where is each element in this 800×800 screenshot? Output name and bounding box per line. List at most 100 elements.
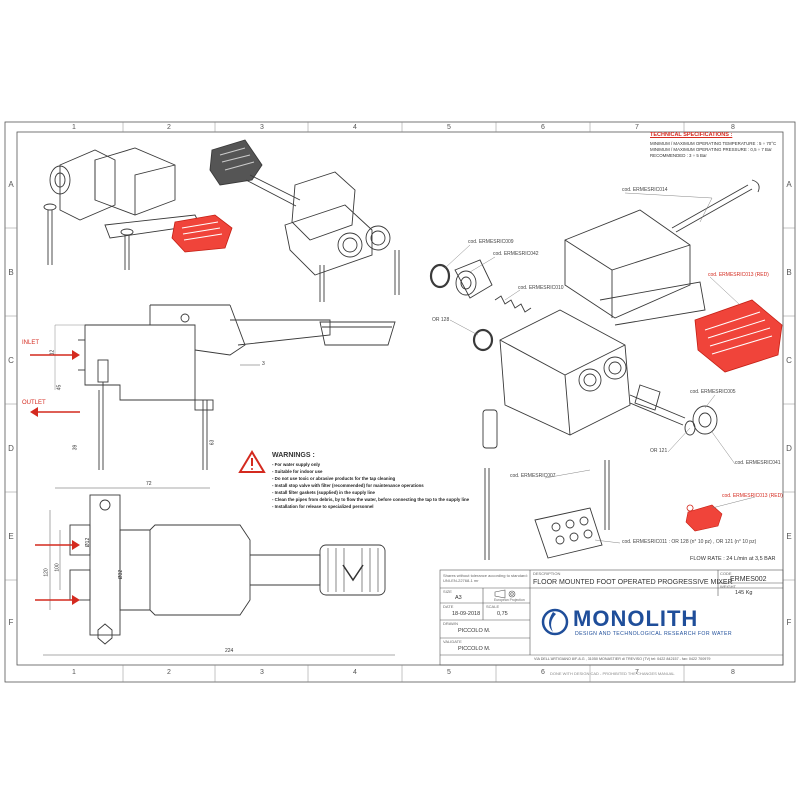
flow-rate-label: FLOW RATE : 24 L/min at 3,5 BAR <box>690 556 776 562</box>
validate-value: PICCOLO M. <box>458 646 491 652</box>
part-code-label: cod. ERMESRIC010 <box>518 285 564 291</box>
warning-item: - Install filter gaskets (supplied) in t… <box>272 490 375 495</box>
col-label-bottom: 4 <box>353 669 357 676</box>
iso-view-2 <box>209 139 400 302</box>
row-label: B <box>8 268 14 277</box>
warning-triangle-icon <box>238 450 266 473</box>
tech-spec-title: TECHNICAL SPECIFICATIONS : <box>650 132 733 138</box>
outer-frame <box>4 121 796 683</box>
date-label: DATE <box>443 604 454 609</box>
inlet-arrow <box>30 350 80 360</box>
row-label: A <box>8 180 14 189</box>
inlet-label: INLET <box>22 340 40 346</box>
part-code-label: cod. ERMESRIC013 (RED) <box>708 272 769 278</box>
col-label-bottom: 6 <box>541 669 545 676</box>
col-label-bottom: 3 <box>260 669 264 676</box>
row-label-right: A <box>786 180 792 189</box>
brand-tagline: DESIGN AND TECHNOLOGICAL RESEARCH FOR WA… <box>575 631 732 637</box>
validate-label: VALIDATE <box>443 639 462 644</box>
plan-inlet-arrows <box>35 540 80 605</box>
part-code-label: cod. ERMESRIC042 <box>493 251 539 257</box>
warnings-title: WARNINGS : <box>272 452 315 459</box>
col-label-bottom: 5 <box>447 669 451 676</box>
row-label: D <box>8 444 14 453</box>
leader-lines <box>444 192 756 544</box>
description-label: DESCRIPTION <box>533 571 561 576</box>
col-label: 6 <box>541 124 545 131</box>
tech-spec-line: MINIMUM / MAXIMUM OPERATING TEMPERATURE … <box>650 141 777 146</box>
company-address: VIA DELL'ARTIGIANO 8/F-8-G , 31050 MONAS… <box>534 657 711 661</box>
drawn-value: PICCOLO M. <box>458 628 491 634</box>
row-label-right: B <box>786 268 792 277</box>
row-label-right: D <box>786 444 792 453</box>
part-code-label: cod. ERMESRIC041 <box>735 460 781 466</box>
row-label: E <box>8 532 14 541</box>
dimension-text: 120 <box>43 568 50 577</box>
dimension-text: 39 <box>72 444 79 451</box>
code-value: ERMES002 <box>730 576 767 583</box>
red-pedal-cover-exploded <box>694 299 783 373</box>
side-elevation-view <box>54 304 396 470</box>
inner-frame <box>16 131 784 666</box>
outlet-arrow <box>30 407 80 417</box>
dimension-text: 45 <box>56 384 63 391</box>
dimension-text: 224 <box>225 648 234 654</box>
part-code-label: cod. ERMESRIC011 : OR 128 (n° 10 pz) , O… <box>622 539 757 545</box>
title-block <box>439 569 784 666</box>
red-pedal-small <box>685 504 723 532</box>
tech-spec-line: MINIMUM / MAXIMUM OPERATING PRESSURE : 0… <box>650 147 772 152</box>
part-code-label: OR 128 <box>432 317 450 323</box>
col-label: 7 <box>635 124 639 131</box>
weight-label: WEIGHT <box>720 584 736 589</box>
warning-item: - Clean the pipes from debris, by to flo… <box>272 497 470 502</box>
projection-label: European Projection <box>494 598 525 602</box>
size-label: SIZE <box>443 589 452 594</box>
size-value: A3 <box>455 595 462 601</box>
dimension-text: 100 <box>54 563 61 572</box>
col-label-bottom: 2 <box>167 669 171 676</box>
col-label: 8 <box>731 124 735 131</box>
warning-item: - Install stop valve with filter (recomm… <box>272 483 424 488</box>
tech-spec-line: RECOMMENDED : 3 ÷ 5 Bar <box>650 153 707 158</box>
dimension-text: 72 <box>146 481 152 487</box>
part-code-label: cod. ERMESRIC009 <box>468 239 514 245</box>
grid-ticks <box>5 122 795 682</box>
red-pedal-cover-1 <box>171 214 233 253</box>
row-label: C <box>8 356 14 365</box>
code-label: CODE <box>720 571 732 576</box>
dimension-lines <box>43 364 395 656</box>
part-code-label: OR 121 <box>650 448 668 454</box>
description-text: FLOOR MOUNTED FOOT OPERATED PROGRESSIVE … <box>533 579 733 586</box>
iso-view-1 <box>43 147 201 270</box>
date-value: 18-09-2018 <box>452 611 481 617</box>
col-label: 1 <box>72 124 76 131</box>
warning-item: - Suitable for indoor use <box>272 469 323 474</box>
drawn-label: DRAWN <box>443 621 458 626</box>
col-label: 5 <box>447 124 451 131</box>
col-label: 2 <box>167 124 171 131</box>
dimension-text: 3 <box>262 361 265 367</box>
footer-note: DONE WITH DESIGN CAD - PROHIBITED THE CH… <box>550 671 675 676</box>
warning-item: - Do not use toxic or abrasive products … <box>272 476 396 481</box>
row-label-right: F <box>786 618 792 627</box>
row-label-right: E <box>786 532 792 541</box>
row-label-right: C <box>786 356 792 365</box>
dimension-text: Ø12 <box>85 537 92 548</box>
brand-name: MONOLITH <box>573 606 699 631</box>
projection-symbol-icon <box>494 589 516 599</box>
dimension-text: Ø32 <box>118 569 125 580</box>
dimension-text: 63 <box>209 439 216 446</box>
weight-value: 145 Kg <box>735 590 753 596</box>
col-label: 3 <box>260 124 264 131</box>
monolith-logo-icon <box>541 608 569 636</box>
col-label-bottom: 7 <box>635 669 639 676</box>
part-code-label: cod. ERMESRIC005 <box>690 389 736 395</box>
warning-item: - For water supply only <box>272 462 321 467</box>
part-code-label: cod. ERMESRIC013 (RED) <box>722 493 783 499</box>
tolerance-note: Shares without tolerance according to st… <box>443 573 528 584</box>
scale-value: 0,75 <box>497 611 508 617</box>
outlet-label: OUTLET <box>22 400 46 406</box>
part-code-label: cod. ERMESRIC007 <box>510 473 556 479</box>
exploded-view <box>429 179 760 560</box>
